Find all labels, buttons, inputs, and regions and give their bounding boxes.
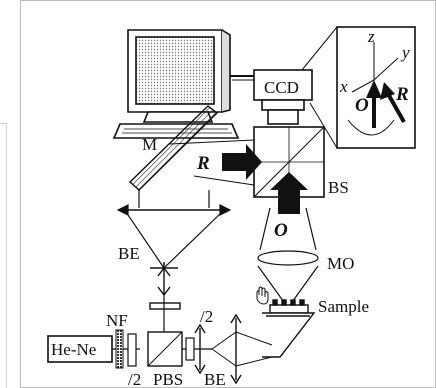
half-wave-upper-label: /2 (200, 307, 213, 326)
inset-x-label: x (339, 77, 348, 96)
left-margin-rule (0, 123, 7, 388)
he-ne-laser (47, 335, 113, 363)
beam-line (211, 331, 237, 350)
zoom-line (301, 26, 338, 71)
beam-line (193, 175, 255, 186)
sample (262, 299, 316, 358)
ccd-label: CCD (264, 78, 299, 97)
he-ne-label: He-Ne (51, 340, 96, 359)
sample-label: Sample (318, 297, 369, 316)
inset-y-label: y (400, 43, 410, 62)
pinhole-lens (149, 262, 181, 310)
inset-o-label: O (355, 95, 369, 116)
inset-box (336, 26, 416, 149)
mirror-label: M (142, 135, 157, 154)
neutral-filter (115, 329, 124, 369)
object-beam-arrow (270, 172, 308, 214)
reference-r-label: R (196, 153, 210, 174)
beam-line (235, 356, 273, 367)
be-left-label: BE (118, 244, 140, 263)
beam-line (235, 331, 273, 346)
be-bottom-label: BE (204, 370, 226, 388)
ccd-camera (253, 69, 313, 125)
computer-monitor-icon (112, 29, 240, 139)
reference-beam-arrow (222, 144, 262, 180)
left-margin (0, 0, 20, 388)
beam-expander-left (116, 190, 232, 269)
half-wave-lower-label: /2 (128, 370, 141, 388)
bs-label: BS (328, 178, 349, 197)
object-o-label: O (274, 220, 288, 241)
pbs-label: PBS (153, 370, 183, 388)
half-wave-plate-upper (185, 337, 195, 361)
half-wave-plate-lower (127, 333, 137, 367)
beam-line (169, 139, 255, 145)
hand-icon (256, 286, 269, 305)
nf-label: NF (106, 311, 128, 330)
inset-z-label: z (367, 27, 375, 46)
mo-label: MO (327, 254, 354, 273)
zoom-line (309, 102, 338, 149)
mirror-m (128, 105, 219, 191)
beam-expander-bottom (194, 313, 242, 385)
polarizing-beam-splitter (147, 331, 183, 367)
microscope-objective (257, 207, 319, 306)
beam-line (211, 348, 237, 367)
inset-r-label: R (395, 84, 409, 105)
beam-splitter-cube (253, 126, 325, 198)
